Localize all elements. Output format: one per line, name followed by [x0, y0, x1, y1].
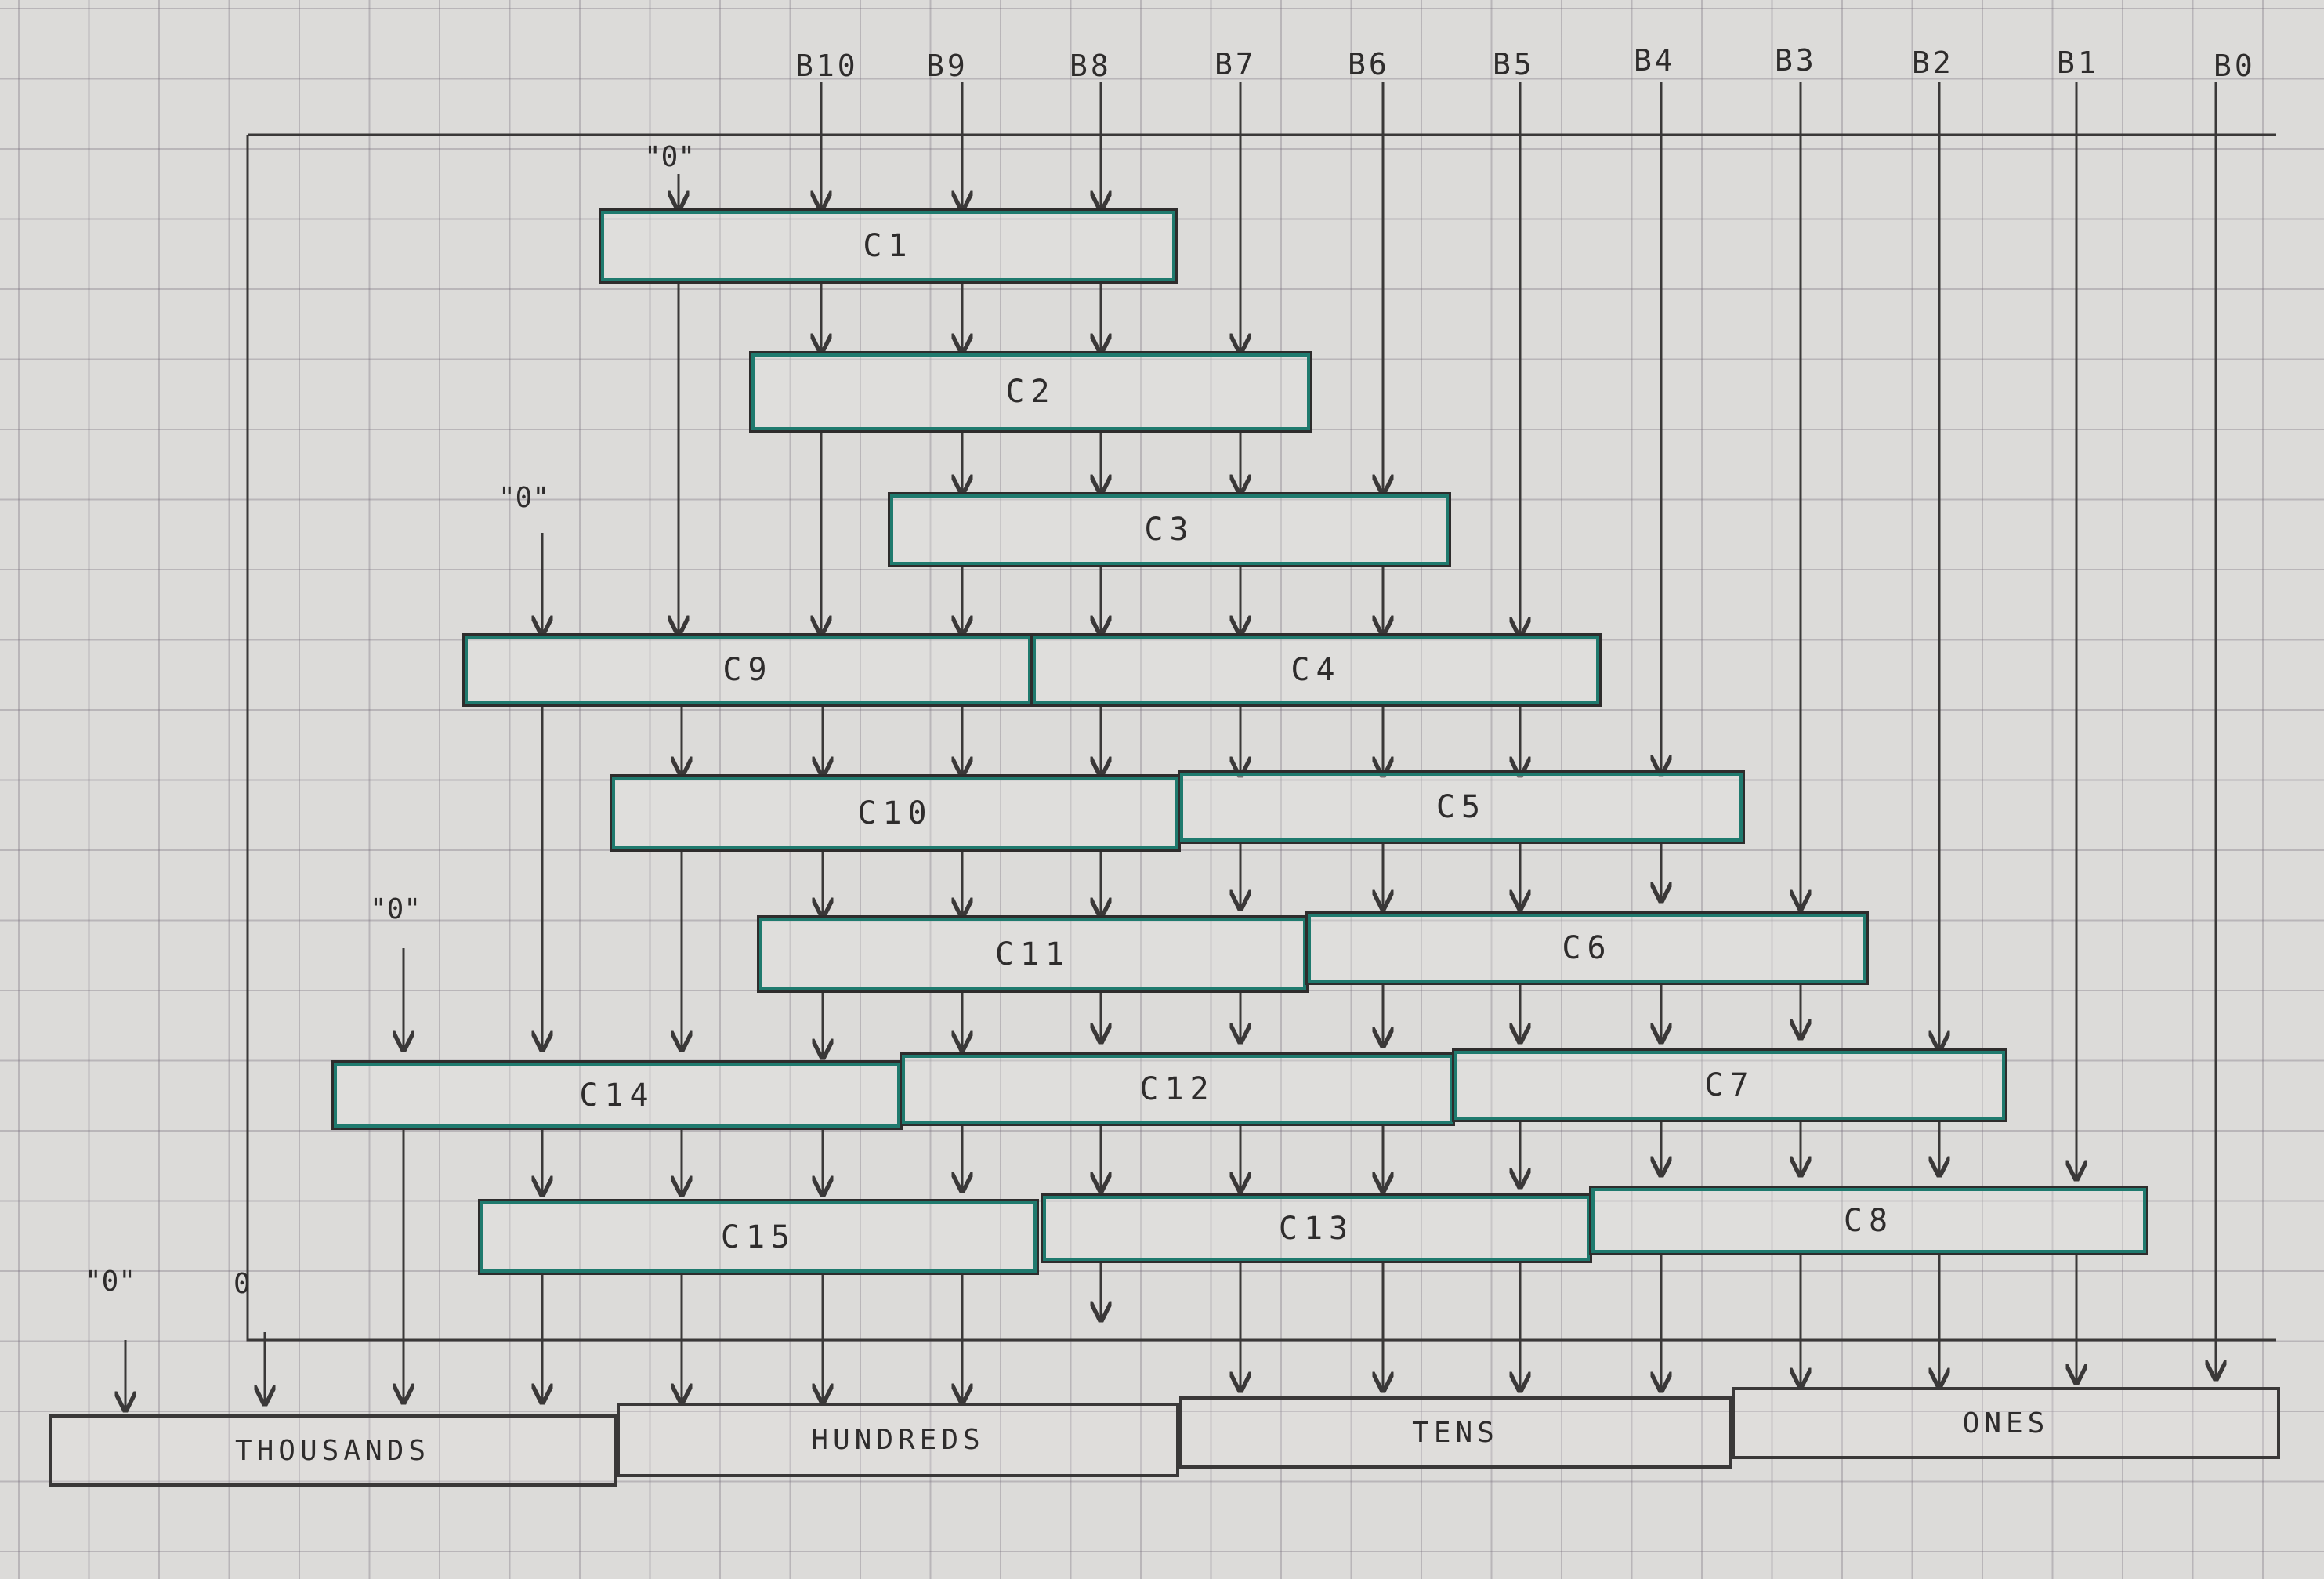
output-hundreds: HUNDREDS — [617, 1403, 1179, 1477]
block-c14: C14 — [331, 1060, 903, 1130]
input-label-b3: B3 — [1775, 43, 1817, 78]
zero-constant-out: "0" — [85, 1266, 136, 1298]
zero-constant-top: "0" — [644, 141, 696, 173]
input-label-b1: B1 — [2057, 45, 2099, 80]
input-label-b5: B5 — [1493, 47, 1535, 81]
input-label-b4: B4 — [1634, 43, 1676, 78]
left-rail — [246, 135, 2276, 1342]
input-label-b8: B8 — [1070, 49, 1112, 83]
block-c8: C8 — [1589, 1186, 2148, 1255]
block-c12: C12 — [900, 1052, 1455, 1126]
block-c15: C15 — [478, 1199, 1039, 1275]
block-c13: C13 — [1041, 1193, 1592, 1263]
zero-constant-plain: 0 — [233, 1268, 251, 1300]
output-thousands: THOUSANDS — [49, 1414, 617, 1487]
block-c3: C3 — [888, 492, 1451, 567]
input-label-b10: B10 — [795, 49, 859, 83]
output-ones: ONES — [1732, 1387, 2280, 1459]
block-c9: C9 — [462, 633, 1033, 707]
input-label-b0: B0 — [2214, 49, 2256, 83]
block-c2: C2 — [749, 351, 1312, 433]
input-label-b9: B9 — [926, 49, 968, 83]
block-c5: C5 — [1178, 770, 1745, 844]
zero-constant-mid: "0" — [498, 482, 550, 514]
zero-constant-low: "0" — [370, 893, 422, 925]
block-c4: C4 — [1030, 633, 1602, 707]
block-c11: C11 — [757, 915, 1309, 993]
input-label-b6: B6 — [1348, 47, 1390, 81]
input-label-b7: B7 — [1214, 47, 1257, 81]
block-c6: C6 — [1305, 911, 1869, 985]
output-tens: TENS — [1179, 1396, 1732, 1469]
block-c1: C1 — [599, 208, 1178, 284]
block-c10: C10 — [610, 774, 1181, 852]
input-label-b2: B2 — [1912, 45, 1954, 80]
block-c7: C7 — [1452, 1048, 2007, 1122]
